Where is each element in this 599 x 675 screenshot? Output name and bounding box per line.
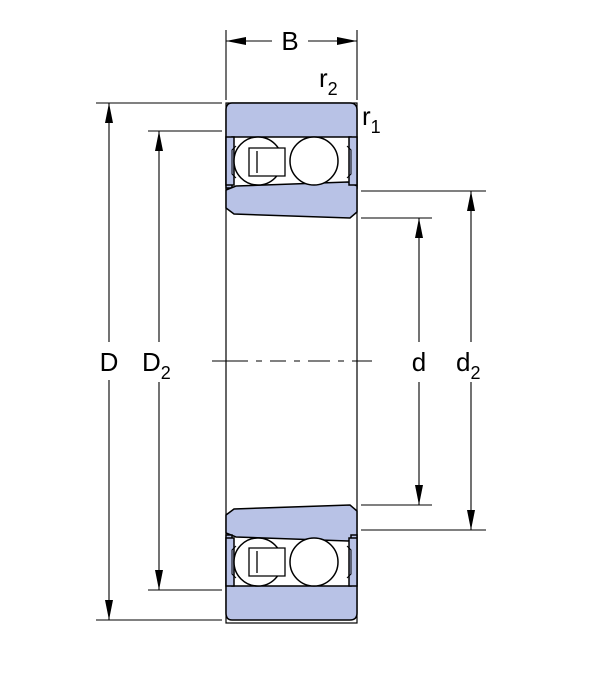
label-b: B bbox=[281, 26, 298, 56]
label-r2: r2 bbox=[319, 63, 338, 99]
cage-top bbox=[248, 147, 286, 177]
seal-right-top bbox=[348, 136, 358, 186]
inner-ring-bottom bbox=[225, 504, 358, 542]
label-d-outer: D bbox=[100, 347, 119, 377]
seal-left-bottom bbox=[225, 537, 235, 587]
label-d-bore: d bbox=[412, 347, 426, 377]
label-d2-outer: D2 bbox=[142, 347, 171, 383]
dimension-d-bore bbox=[361, 217, 432, 506]
seal-left-top bbox=[225, 136, 235, 186]
rolling-elements-bottom bbox=[225, 537, 358, 587]
dimension-d-outer bbox=[96, 102, 222, 621]
cage-bottom bbox=[248, 547, 286, 577]
ball-right-top bbox=[289, 136, 339, 186]
ball-right-bottom bbox=[289, 537, 339, 587]
outer-ring-bottom bbox=[225, 534, 358, 621]
dimension-d2 bbox=[148, 130, 222, 591]
label-r1: r1 bbox=[362, 101, 381, 137]
label-d2-inner: d2 bbox=[456, 347, 480, 383]
dimension-b bbox=[225, 30, 358, 100]
seal-right-bottom bbox=[348, 537, 358, 587]
rolling-elements-top bbox=[225, 136, 358, 186]
inner-ring-top bbox=[225, 181, 358, 219]
dimension-d2-inner bbox=[361, 190, 486, 531]
